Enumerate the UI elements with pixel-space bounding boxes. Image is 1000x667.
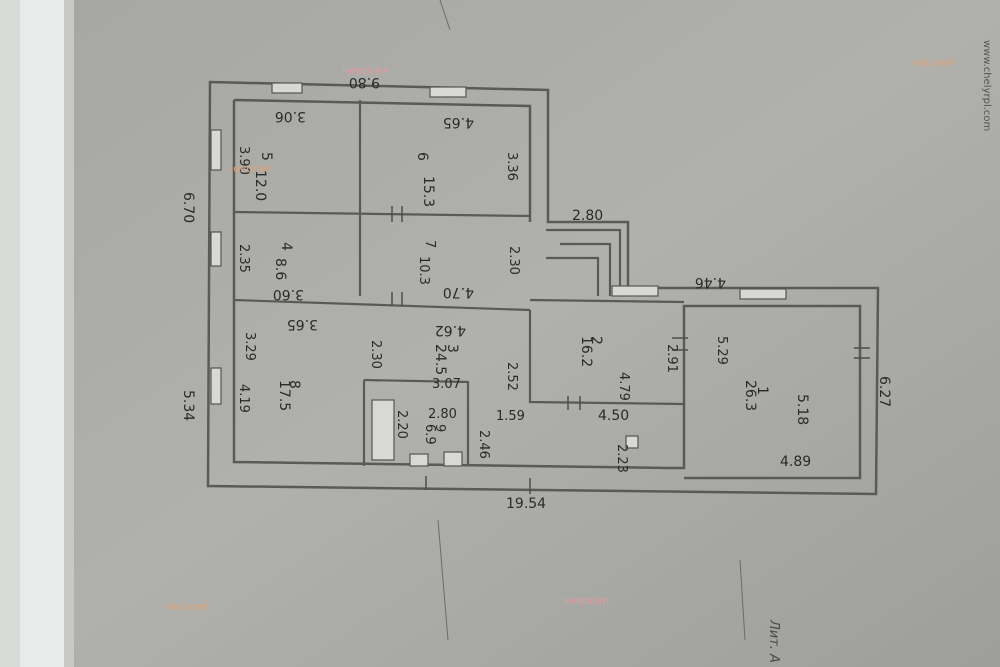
room-4-dim-b: 2.35 xyxy=(236,244,251,273)
room-6-num: 6 xyxy=(414,152,430,161)
pencil-marks xyxy=(437,0,746,641)
page-edge-light xyxy=(20,0,64,667)
handwritten-note: Лит. А xyxy=(766,619,781,663)
watermark-brand: новосел xyxy=(562,594,609,607)
room-1-dim-a: 4.89 xyxy=(780,454,811,470)
room-1-dim-b: 5.18 xyxy=(794,394,810,425)
room-5-num: 5 xyxy=(258,152,274,161)
watermark-brand: новосел xyxy=(908,56,955,69)
dim-left-total: 6.70 xyxy=(180,192,196,223)
misc-label: 1.59 xyxy=(496,409,525,424)
watermark-brand: новосел xyxy=(162,600,209,613)
dim-top-total: 9.80 xyxy=(349,74,380,90)
room-5-dim-b: 3.90 xyxy=(236,146,251,175)
dim-right-top: 4.46 xyxy=(695,274,726,290)
room-5-dim-a: 3.06 xyxy=(275,108,306,124)
room-4-num: 4 xyxy=(278,242,294,251)
misc-labels: 4.50 2.23 3.07 1.59 2.46 2.52 5.29 3.29 xyxy=(242,332,729,473)
room-9-num: 9 xyxy=(432,424,447,432)
window-marks xyxy=(210,82,787,467)
page-edge-shadow xyxy=(64,0,74,667)
room-6-dim-b: 3.36 xyxy=(504,152,519,181)
room-7-dim-a: 4.70 xyxy=(443,284,474,300)
room-6-dim-a: 4.65 xyxy=(443,114,474,130)
room-9-area: 6.9 xyxy=(422,424,437,445)
dim-corridor-top: 2.80 xyxy=(572,208,603,224)
room-2-dim-a: 4.79 xyxy=(616,372,631,401)
room-3-num: 3 xyxy=(444,344,460,353)
room-9-dim-a: 2.80 xyxy=(428,407,457,422)
watermark-site: www.chelyrpl.com xyxy=(981,40,992,131)
dim-left-lower: 5.34 xyxy=(180,390,196,421)
misc-label: 3.07 xyxy=(432,377,461,392)
room-8-num: 8 xyxy=(286,380,302,389)
interior-walls xyxy=(233,100,685,466)
room-8-area: 17.5 xyxy=(276,380,292,411)
room-2-num: 2 xyxy=(588,336,604,345)
room-3-dim-b: 2.30 xyxy=(368,340,383,369)
misc-label: 4.50 xyxy=(598,408,629,424)
room-9-dim-b: 2.20 xyxy=(394,410,409,439)
misc-label: 2.46 xyxy=(476,430,491,459)
misc-label: 5.29 xyxy=(714,336,729,365)
misc-label: 2.52 xyxy=(504,362,519,391)
room-labels: 3.06 5 12.0 3.90 4.65 6 15.3 3.36 4 8.6 … xyxy=(236,108,811,470)
room-8-dim-a: 3.65 xyxy=(287,316,318,332)
room-1-num: 1 xyxy=(754,386,770,395)
misc-label: 3.29 xyxy=(242,332,257,361)
dim-bottom-total: 19.54 xyxy=(506,496,546,512)
room-2-dim-b: 2.91 xyxy=(664,344,679,373)
room-2-area: 16.2 xyxy=(578,336,594,367)
dimension-labels: 9.80 19.54 6.70 5.34 6.27 4.46 2.80 xyxy=(180,74,892,512)
wall-ticks xyxy=(391,206,870,494)
room-6-area: 15.3 xyxy=(420,176,436,207)
room-7-area: 10.3 xyxy=(416,256,431,285)
watermarks: новосел новосел новосел новосел новосел … xyxy=(162,40,992,613)
watermark-brand: новосел xyxy=(342,64,389,77)
room-3-dim-a-value: 4.62 xyxy=(435,322,466,338)
room-4-dim-a: 3.60 xyxy=(273,286,304,302)
watermark-brand: новосел xyxy=(226,162,273,175)
room-5-area: 12.0 xyxy=(252,170,268,201)
room-7-dim-b: 2.30 xyxy=(506,246,521,275)
room-4-area: 8.6 xyxy=(272,258,288,280)
page-edge xyxy=(0,0,20,667)
room-1-area: 26.3 xyxy=(742,380,758,411)
misc-label: 2.23 xyxy=(614,444,629,473)
room-3-area: 24.5 xyxy=(432,344,448,375)
room-7-num: 7 xyxy=(422,240,437,248)
dim-right-side: 6.27 xyxy=(876,376,892,407)
room-8-dim-b: 4.19 xyxy=(236,384,251,413)
